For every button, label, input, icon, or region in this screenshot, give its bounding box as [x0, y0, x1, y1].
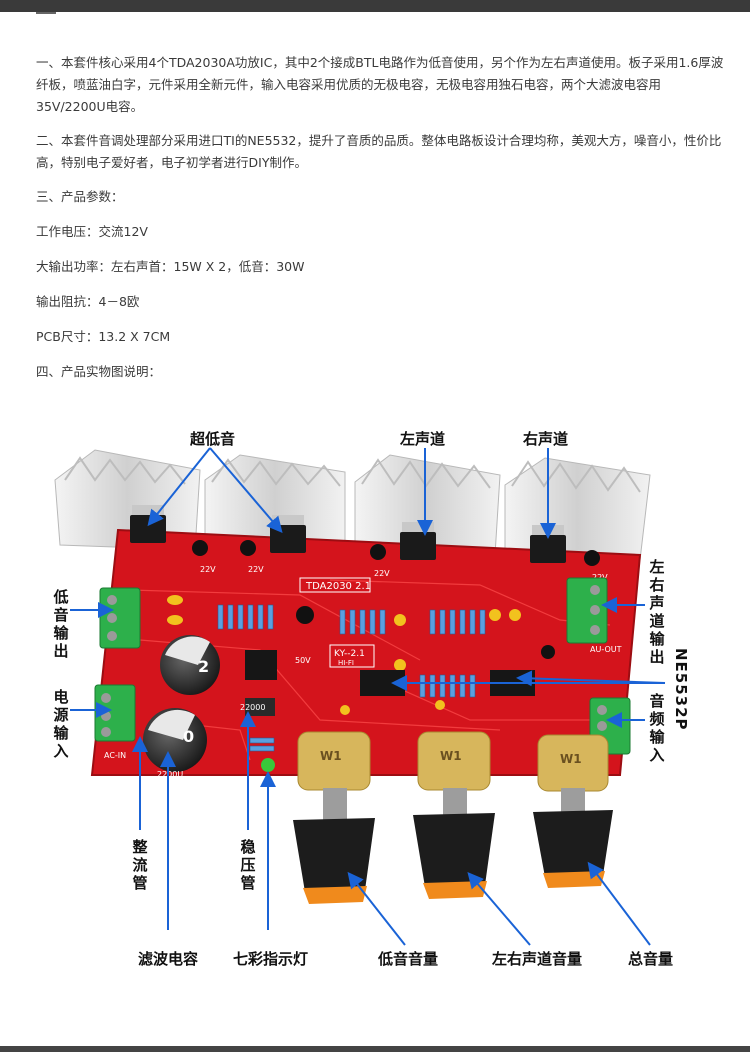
- silk-hifi: HI-FI: [338, 659, 354, 667]
- pot-lr: W1: [413, 731, 495, 899]
- label-master-volume: 总音量: [628, 950, 674, 968]
- filter-capacitors: 2 0 2200U 22000: [143, 635, 265, 779]
- silk-2200u: 2200U: [157, 770, 183, 779]
- heatsinks: [54, 449, 651, 561]
- terminal-screws: [101, 585, 607, 747]
- board-illustration: 22V 22V 22V 22V TDA2: [54, 447, 666, 946]
- params-heading: 三、产品参数：: [36, 189, 124, 204]
- top-bar: [0, 0, 750, 14]
- label-audio-input: 音频输入: [649, 692, 665, 764]
- pot-master: W1: [533, 734, 613, 888]
- potentiometers: W1 W1 W1: [293, 731, 613, 904]
- label-rectifier: 整流管: [132, 838, 148, 892]
- silk-cap-22v-3: 22V: [374, 569, 390, 578]
- silk-main-label: TDA2030 2.1: [305, 581, 371, 592]
- label-right-channel: 右声道: [523, 430, 569, 448]
- small-capacitors: [192, 540, 600, 659]
- resistor-array: [217, 604, 486, 752]
- intro-paragraph-2: 二、本套件音调处理部分采用进口TI的NE5532，提升了音质的品质。整体电路板设…: [36, 133, 722, 170]
- label-lr-output: 左右声道输出: [649, 558, 665, 666]
- pot-bass: W1: [293, 731, 375, 904]
- pot-mark-lr: W1: [440, 749, 462, 763]
- pot-mark-bass: W1: [320, 749, 342, 763]
- label-bass-volume: 低音音量: [378, 950, 439, 968]
- intro-paragraph-1: 一、本套件核心采用4个TDA2030A功放IC，其中2个接成BTL电路作为低音使…: [36, 55, 724, 114]
- callout-arrows: [70, 447, 666, 946]
- param-power: 大输出功率：左右声首：15W X 2，低音：30W: [36, 259, 305, 274]
- param-voltage: 工作电压：交流12V: [36, 224, 148, 239]
- label-lr-volume: 左右声道音量: [492, 950, 583, 968]
- label-led-indicator: 七彩指示灯: [233, 950, 309, 968]
- led-indicator: [261, 758, 275, 772]
- label-filter-capacitor: 滤波电容: [138, 950, 199, 968]
- pot-mark-master: W1: [560, 752, 582, 766]
- label-power-input: 电源输入: [53, 688, 69, 760]
- silk-50v: 50V: [295, 656, 311, 665]
- silk-22000: 22000: [240, 703, 265, 712]
- label-regulator: 稳压管: [240, 838, 256, 892]
- bottom-bar: [0, 1046, 750, 1052]
- yellow-capacitors: [167, 595, 521, 715]
- silk-ac-in: AC-IN: [104, 751, 126, 760]
- photo-heading: 四、产品实物图说明：: [36, 364, 162, 379]
- cap-mark-2: 2: [198, 657, 209, 676]
- label-bass-output: 低音输出: [53, 588, 69, 660]
- description-text: 一、本套件核心采用4个TDA2030A功放IC，其中2个接成BTL电路作为低音使…: [36, 52, 726, 383]
- silk-cap-22v-2: 22V: [248, 565, 264, 574]
- param-pcb-size: PCB尺寸：13.2 X 7CM: [36, 329, 171, 344]
- silk-cap-22v-1: 22V: [200, 565, 216, 574]
- cap-mark-0: 0: [183, 727, 194, 746]
- label-ne5532p: NE5532P: [672, 648, 690, 731]
- param-impedance: 输出阻抗：4－8欧: [36, 294, 140, 309]
- silk-au-out: AU-OUT: [590, 645, 622, 654]
- voltage-regulator: [245, 650, 277, 680]
- heatsink-4: [504, 457, 651, 561]
- silk-model: KY--2.1: [334, 649, 365, 659]
- top-bar-tick: [36, 12, 56, 14]
- product-figure: 22V 22V 22V 22V TDA2: [0, 420, 750, 980]
- label-subwoofer: 超低音: [190, 430, 236, 448]
- label-left-channel: 左声道: [400, 430, 446, 448]
